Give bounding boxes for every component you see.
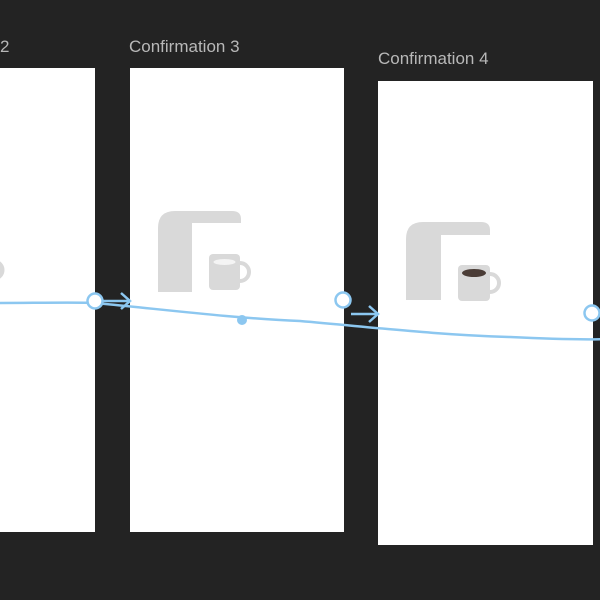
flow-handle-confirmation-3[interactable]: [334, 291, 352, 309]
frame-confirmation-3[interactable]: [130, 68, 344, 532]
prototype-flow-connector[interactable]: [0, 301, 600, 341]
frame-confirmation-4[interactable]: [378, 81, 593, 545]
flow-handle-frame-2[interactable]: [86, 292, 104, 310]
flow-midpoint-handle[interactable]: [237, 315, 247, 325]
frame-label-confirmation-4[interactable]: Confirmation 4: [378, 49, 489, 68]
coffee-cup-empty-icon: [209, 254, 251, 290]
coffee-cup-partial-icon: [0, 261, 5, 279]
frame-label-confirmation-3[interactable]: Confirmation 3: [129, 37, 240, 56]
arrow-right-icon[interactable]: [351, 305, 380, 323]
frame-label-2[interactable]: 2: [0, 37, 10, 56]
coffee-machine-icon: [406, 222, 490, 300]
coffee-machine-icon: [158, 211, 241, 292]
flow-handle-confirmation-4[interactable]: [583, 304, 600, 322]
arrow-right-icon[interactable]: [103, 292, 132, 310]
frame-2[interactable]: [0, 68, 95, 532]
coffee-cup-filled-icon: [458, 265, 501, 301]
